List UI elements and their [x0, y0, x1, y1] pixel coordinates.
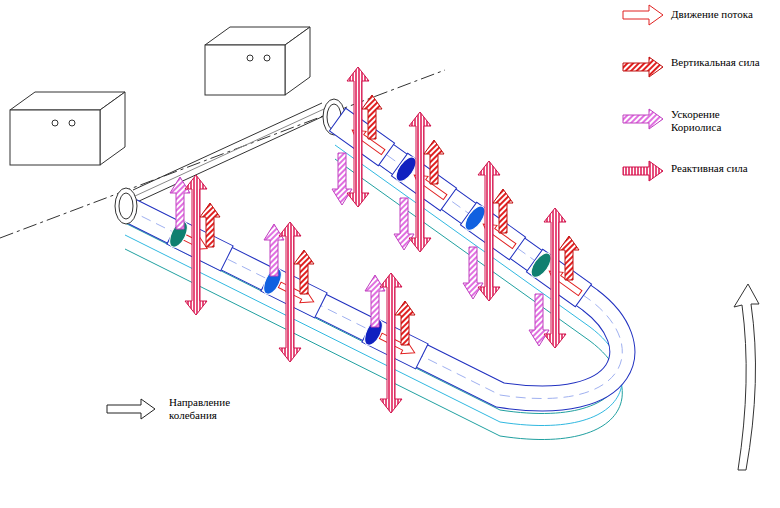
pipe-edge — [135, 109, 324, 196]
reaction-arrow — [185, 175, 207, 315]
force-arrows — [332, 67, 579, 348]
legend-label-box: Направление колебания — [168, 396, 250, 422]
legend-arrow — [623, 5, 663, 25]
coriolis-arrow — [463, 247, 483, 299]
box-side — [100, 92, 125, 165]
tube-edge — [125, 133, 622, 414]
reaction-arrow — [347, 67, 369, 207]
vertical-force-arrow — [424, 140, 444, 184]
reaction-arrow — [478, 161, 500, 301]
legend-label: Реактивная сила — [670, 162, 770, 175]
box-screw — [69, 120, 75, 126]
oscillation-curved-arrow — [734, 284, 759, 470]
reaction-arrow — [380, 273, 402, 413]
reaction-arrow — [409, 112, 431, 252]
legend-arrow-icon — [622, 108, 664, 130]
flow-arrow — [277, 279, 317, 308]
legend-arrow-icon — [622, 56, 664, 78]
coriolis-arrow — [264, 224, 284, 276]
vertical-force-arrow — [493, 189, 513, 233]
vertical-force-arrow — [200, 203, 220, 247]
coriolis-arrow — [170, 177, 190, 229]
tube-displaced — [125, 119, 622, 440]
coriolis-arrow — [332, 153, 352, 205]
housing-box — [10, 92, 125, 165]
legend-label-box: Реактивная сила — [670, 162, 770, 175]
box-front — [205, 45, 285, 95]
legend-arrow-icon — [622, 4, 664, 26]
pipe-edge — [137, 115, 326, 202]
pipe-edge — [133, 103, 322, 190]
flange-ring — [119, 193, 133, 219]
box-screw — [52, 120, 58, 126]
legend-label-box: Ускорение Кориолиса — [670, 108, 770, 134]
legend-label: Движение потока — [670, 8, 770, 21]
vertical-force-arrow — [362, 95, 382, 139]
legend-arrow-icon — [622, 160, 664, 182]
coriolis-arrow — [394, 198, 414, 250]
box-side — [285, 27, 310, 95]
vertical-force-arrow — [559, 236, 579, 280]
legend-arrow — [623, 161, 663, 181]
reaction-arrow — [544, 208, 566, 348]
legend-arrow — [623, 57, 663, 77]
coriolis-arrow — [529, 294, 549, 346]
vertical-force-arrow — [294, 250, 314, 294]
flange-ring — [115, 188, 137, 224]
legend-label-box: Вертикальная сила — [670, 56, 770, 69]
housing-box — [205, 27, 310, 95]
legend-arrow — [623, 109, 663, 129]
box-screw — [264, 55, 270, 61]
tube-edge — [125, 145, 622, 426]
vertical-force-arrow — [395, 301, 415, 345]
legend-label: Вертикальная сила — [670, 56, 770, 69]
force-arrows — [170, 175, 415, 413]
legend-label-box: Движение потока — [670, 8, 770, 21]
legend-label: Направление колебания — [168, 396, 250, 422]
connecting-pipe — [133, 103, 326, 202]
box-screw — [247, 55, 253, 61]
legend-arrow — [107, 399, 155, 419]
flange — [115, 99, 345, 224]
legend-arrow-icon — [106, 398, 156, 420]
reaction-arrow — [279, 222, 301, 362]
coriolis-arrow — [365, 275, 385, 327]
legend-label: Ускорение Кориолиса — [670, 108, 770, 134]
flow-arrow — [378, 330, 418, 359]
box-front — [10, 110, 100, 165]
